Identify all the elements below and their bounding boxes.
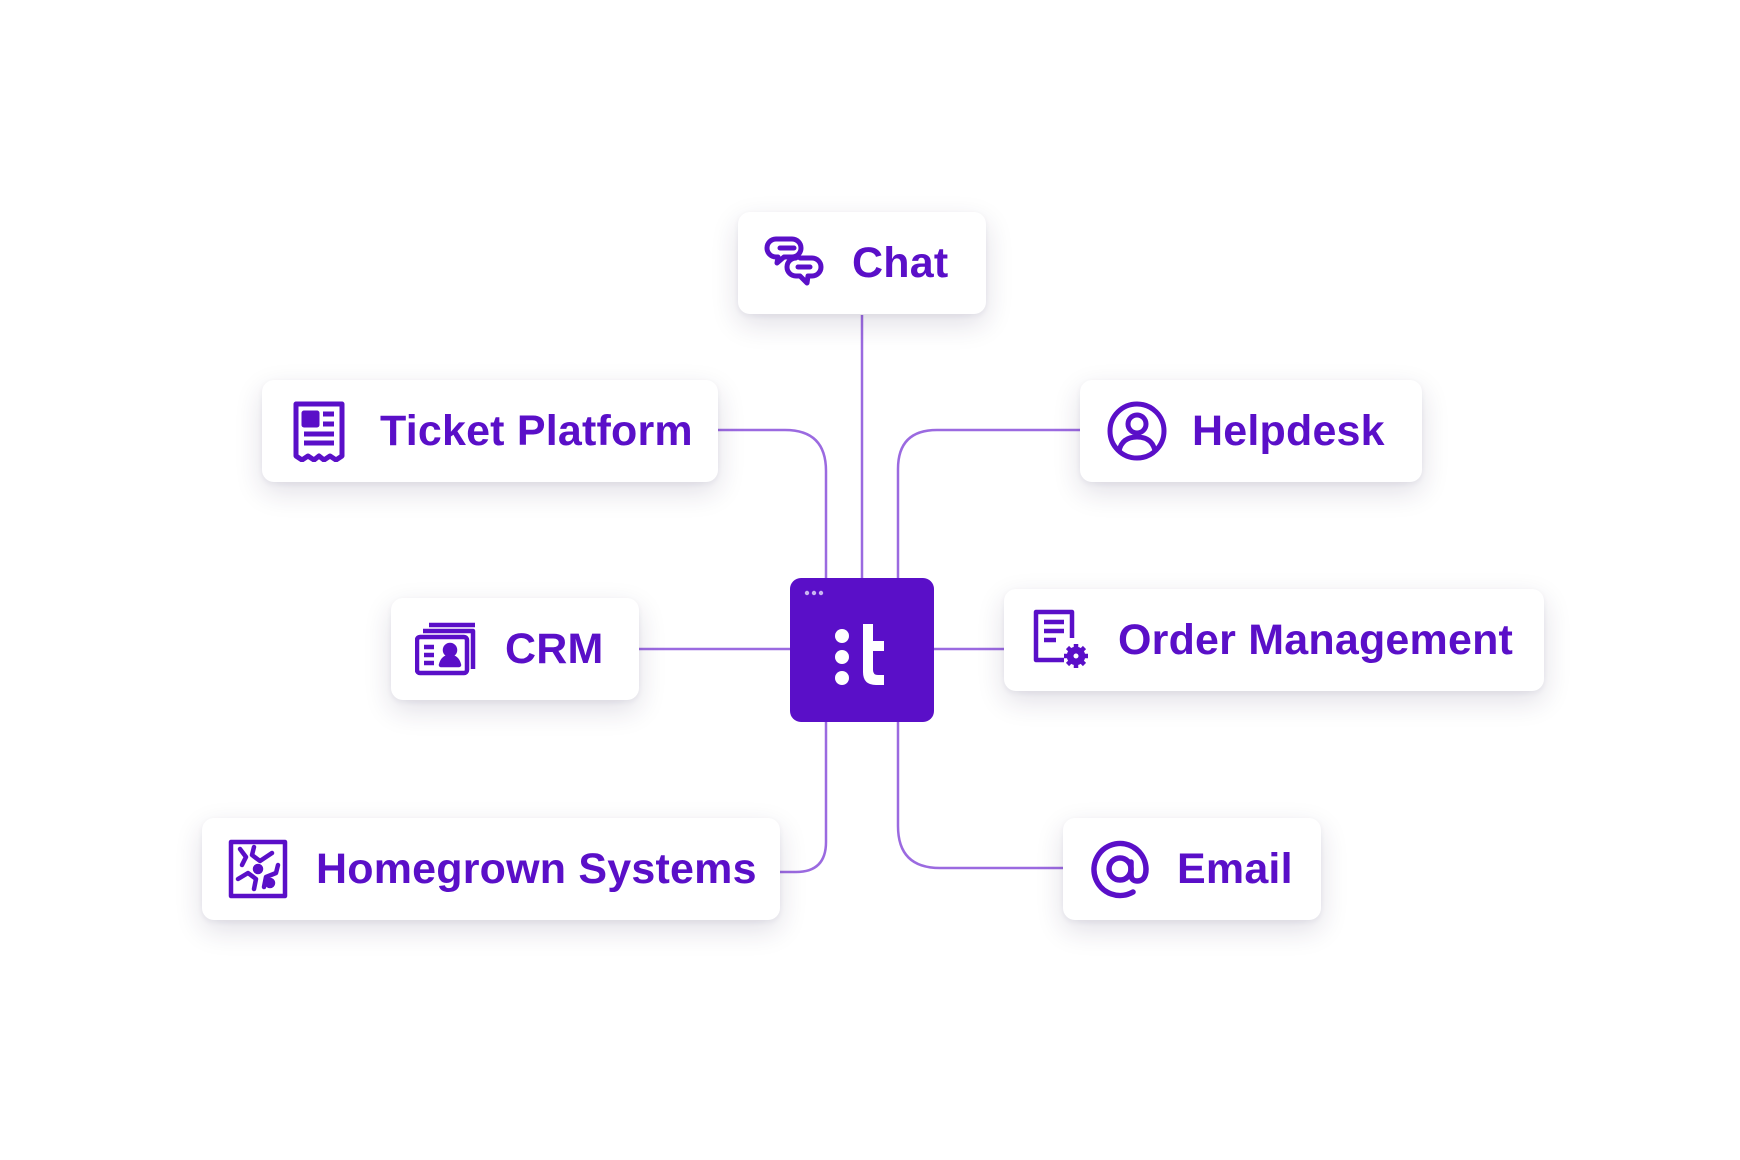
node-ticket-platform-label: Ticket Platform <box>380 406 693 455</box>
node-homegrown-systems-label: Homegrown Systems <box>316 844 757 893</box>
node-crm[interactable]: CRM <box>391 598 639 700</box>
document-gear-icon <box>1032 608 1092 672</box>
node-chat[interactable]: Chat <box>738 212 986 314</box>
three-dots-icon <box>804 590 824 596</box>
node-homegrown-systems[interactable]: Homegrown Systems <box>202 818 780 920</box>
contact-cards-icon <box>415 621 477 677</box>
node-helpdesk-label: Helpdesk <box>1192 406 1385 455</box>
connector-ticket-platform <box>718 428 828 578</box>
connector-helpdesk <box>896 428 1080 578</box>
connector-homegrown-systems <box>780 722 828 874</box>
node-order-management-label: Order Management <box>1118 615 1514 664</box>
t-logo-icon <box>835 624 884 685</box>
receipt-icon <box>290 400 348 462</box>
at-sign-icon <box>1089 838 1151 900</box>
connector-email <box>896 722 1063 870</box>
node-ticket-platform[interactable]: Ticket Platform <box>262 380 718 482</box>
node-chat-label: Chat <box>852 238 949 287</box>
node-email-label: Email <box>1177 844 1293 893</box>
node-crm-label: CRM <box>505 624 604 673</box>
circuit-board-icon <box>228 839 288 899</box>
node-order-management[interactable]: Order Management <box>1004 589 1544 691</box>
user-circle-icon <box>1106 400 1168 462</box>
chat-bubbles-icon <box>764 232 826 294</box>
node-helpdesk[interactable]: Helpdesk <box>1080 380 1422 482</box>
node-email[interactable]: Email <box>1063 818 1321 920</box>
hub-logo-tile <box>790 578 934 722</box>
